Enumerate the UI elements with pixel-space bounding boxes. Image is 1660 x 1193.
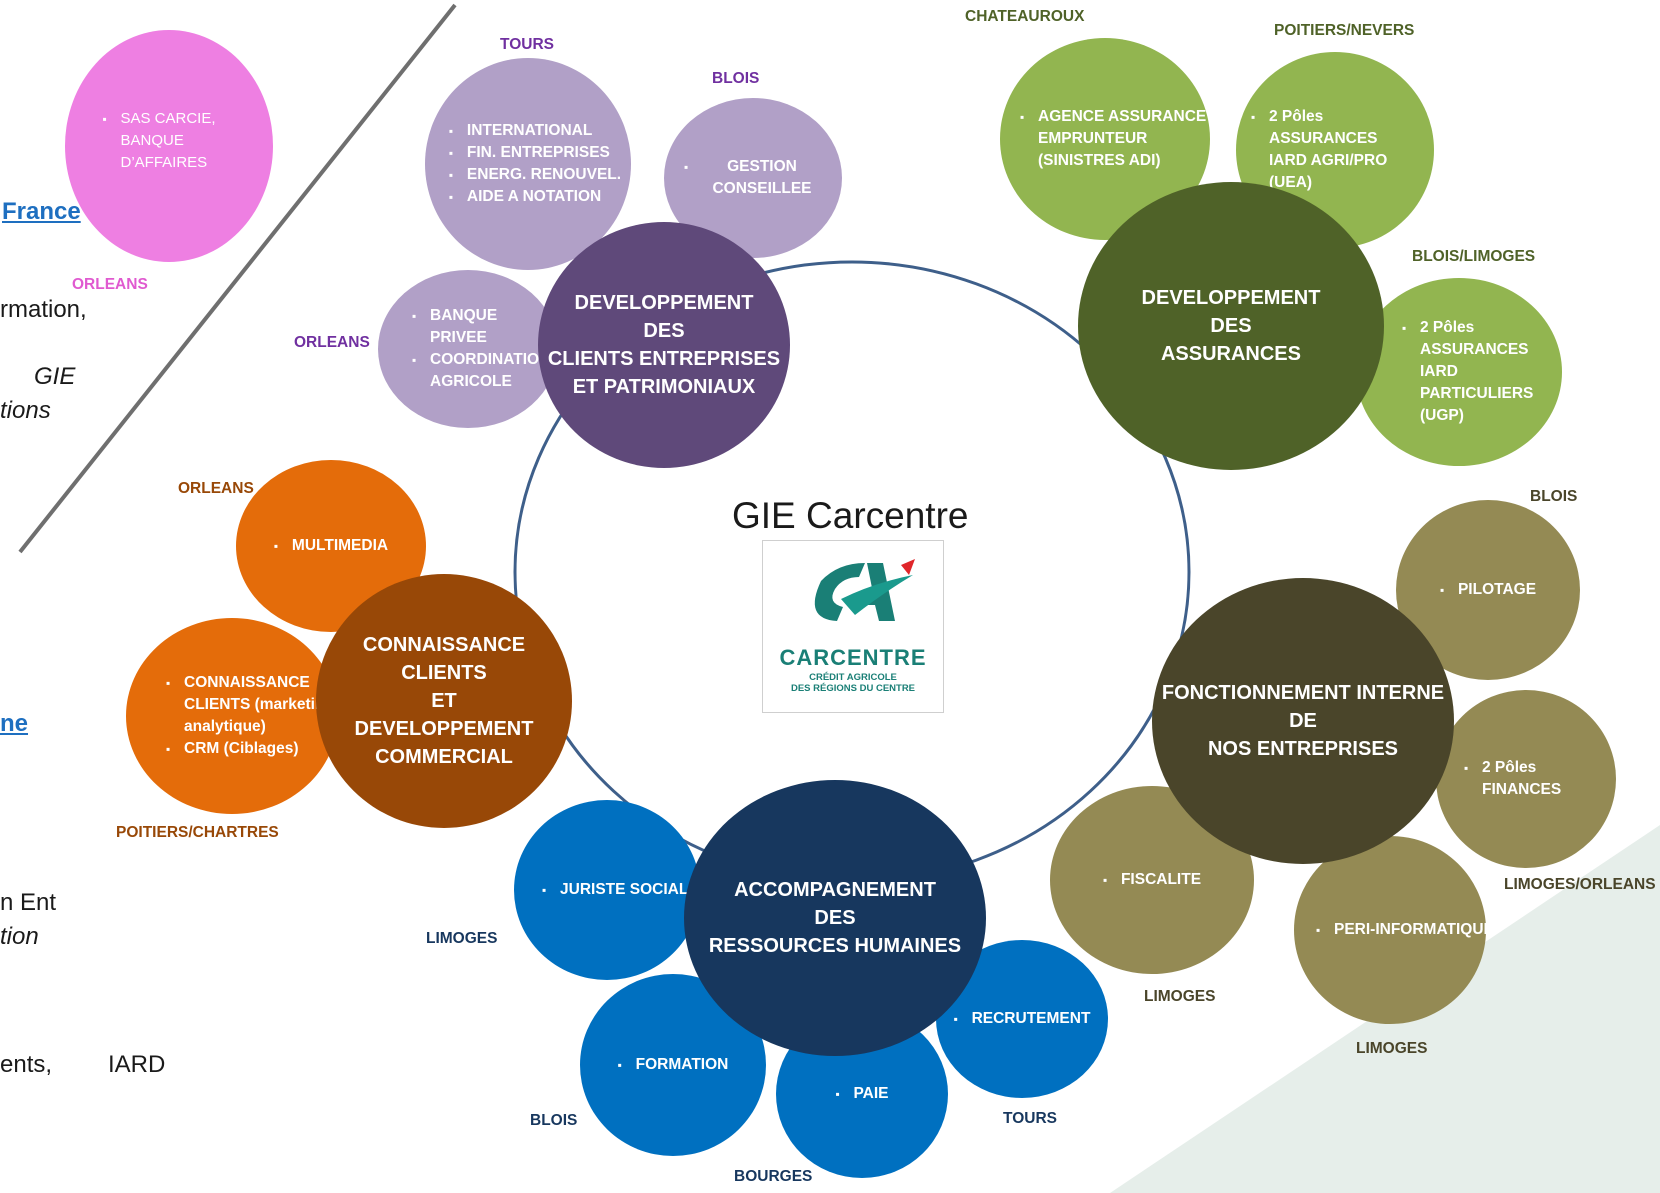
location-limoges-peri: LIMOGES: [1356, 1040, 1428, 1057]
logo-name: CARCENTRE: [779, 645, 927, 670]
location-blois-purple: BLOIS: [712, 70, 760, 87]
satellite-peri: PERI-INFORMATIQUE: [1294, 836, 1486, 1024]
location-blois-limoges: BLOIS/LIMOGES: [1412, 248, 1536, 265]
sat-item-fin-entreprises: FIN. ENTREPRISES: [449, 142, 621, 164]
satellite-juriste: JURISTE SOCIAL: [514, 800, 700, 980]
satellite-finances: 2 Pôles FINANCES: [1436, 690, 1616, 868]
hub-ressources-humaines: ACCOMPAGNEMENT DES RESSOURCES HUMAINES: [684, 780, 986, 1056]
sat-item-agence-assurance: AGENCE ASSURANCE EMPRUNTEUR (SINISTRES A…: [1020, 106, 1210, 172]
sat-item-poles-agri: 2 Pôles ASSURANCES IARD AGRI/PRO (UEA): [1251, 106, 1419, 194]
sas-line-3: D’AFFAIRES: [120, 154, 208, 171]
location-orleans-purple: ORLEANS: [294, 334, 370, 351]
sat-item-connaissance: CONNAISSANCE CLIENTS (marketing analytiq…: [166, 672, 338, 738]
sat-item-juriste: JURISTE SOCIAL: [542, 879, 688, 901]
satellite-connaissance: CONNAISSANCE CLIENTS (marketing analytiq…: [126, 618, 338, 814]
sat-item-energ: ENERG. RENOUVEL.: [449, 164, 621, 186]
sat-item-poles-particuliers: 2 Pôles ASSURANCES IARD PARTICULIERS (UG…: [1402, 317, 1562, 427]
sat-item-peri: PERI-INFORMATIQUE: [1316, 919, 1486, 941]
hub-clients-entreprises: DEVELOPPEMENT DES CLIENTS ENTREPRISES ET…: [538, 222, 790, 468]
location-limoges-juriste: LIMOGES: [426, 930, 498, 947]
divider-line: [18, 3, 457, 554]
credit-agricole-logo-icon: [814, 559, 915, 621]
hub-assurances: DEVELOPPEMENT DES ASSURANCES: [1078, 182, 1384, 470]
side-text-gie: GIE: [34, 363, 76, 390]
link-ne[interactable]: ne: [0, 710, 29, 737]
location-tours-recrutement: TOURS: [1003, 1110, 1057, 1127]
sas-carcie-circle: SAS CARCIE, BANQUE D’AFFAIRES: [65, 30, 273, 262]
hub-connaissance: CONNAISSANCE CLIENTS ET DEVELOPPEMENT CO…: [316, 574, 572, 828]
satellite-tours-purple: INTERNATIONAL FIN. ENTREPRISES ENERG. RE…: [425, 58, 631, 270]
hub-connaissance-label: CONNAISSANCE CLIENTS ET DEVELOPPEMENT CO…: [354, 634, 534, 768]
location-orleans-pink: ORLEANS: [72, 276, 148, 293]
location-blois-formation: BLOIS: [530, 1112, 578, 1129]
sas-line-1: SAS CARCIE,: [102, 108, 215, 130]
location-bourges: BOURGES: [734, 1168, 813, 1185]
sat-item-fiscalite: FISCALITE: [1103, 869, 1201, 891]
sat-item-multimedia: MULTIMEDIA: [274, 535, 388, 557]
carcentre-logo: CARCENTRE CRÉDIT AGRICOLE DES RÉGIONS DU…: [762, 540, 944, 713]
hub-ressources-humaines-label: ACCOMPAGNEMENT DES RESSOURCES HUMAINES: [708, 879, 962, 957]
location-tours-purple: TOURS: [500, 36, 554, 53]
side-text-formation: rmation,: [0, 296, 87, 323]
sat-item-paie: PAIE: [835, 1083, 888, 1105]
sat-item-pilotage: PILOTAGE: [1440, 579, 1536, 601]
location-poitiers-nevers: POITIERS/NEVERS: [1274, 22, 1415, 39]
sas-line-2: BANQUE: [120, 132, 184, 149]
location-blois-olive: BLOIS: [1530, 488, 1578, 505]
sat-item-gestion: GESTION CONSEILLEE: [684, 156, 822, 200]
hub-fonctionnement: FONCTIONNEMENT INTERNE DE NOS ENTREPRISE…: [1152, 578, 1454, 864]
hub-fonctionnement-label: FONCTIONNEMENT INTERNE DE NOS ENTREPRISE…: [1161, 682, 1445, 760]
satellite-blois-limoges: 2 Pôles ASSURANCES IARD PARTICULIERS (UG…: [1356, 278, 1562, 466]
sat-item-finances: 2 Pôles FINANCES: [1464, 757, 1616, 801]
sat-item-formation: FORMATION: [618, 1054, 729, 1076]
location-limoges-fiscalite: LIMOGES: [1144, 988, 1216, 1005]
side-text-tions: tions: [0, 397, 51, 424]
hub-clients-entreprises-label: DEVELOPPEMENT DES CLIENTS ENTREPRISES ET…: [547, 292, 781, 398]
sat-item-notation: AIDE A NOTATION: [449, 186, 621, 208]
sat-item-recrutement: RECRUTEMENT: [954, 1008, 1091, 1030]
side-text-iard: IARD: [108, 1051, 166, 1078]
logo-subtitle: CRÉDIT AGRICOLE DES RÉGIONS DU CENTRE: [790, 672, 916, 694]
location-limoges-orleans: LIMOGES/ORLEANS: [1504, 876, 1656, 893]
side-text-ent: n Ent: [0, 889, 57, 916]
location-orleans-orange: ORLEANS: [178, 480, 254, 497]
sat-item-international: INTERNATIONAL: [449, 120, 621, 142]
side-text-tion: tion: [0, 923, 39, 950]
hub-assurances-label: DEVELOPPEMENT DES ASSURANCES: [1141, 287, 1321, 365]
link-france[interactable]: France: [2, 198, 81, 225]
location-poitiers-chartres: POITIERS/CHARTRES: [116, 824, 279, 841]
sat-item-coordination: COORDINATION AGRICOLE: [412, 349, 558, 393]
location-chateauroux: CHATEAUROUX: [965, 8, 1085, 25]
satellite-orleans-purple: BANQUE PRIVEE COORDINATION AGRICOLE: [378, 270, 558, 428]
diagram-title: GIE Carcentre: [732, 495, 969, 536]
side-text-ents: ents,: [0, 1051, 53, 1078]
sat-item-banque-privee: BANQUE PRIVEE: [412, 305, 558, 349]
sat-item-crm: CRM (Ciblages): [166, 738, 338, 760]
